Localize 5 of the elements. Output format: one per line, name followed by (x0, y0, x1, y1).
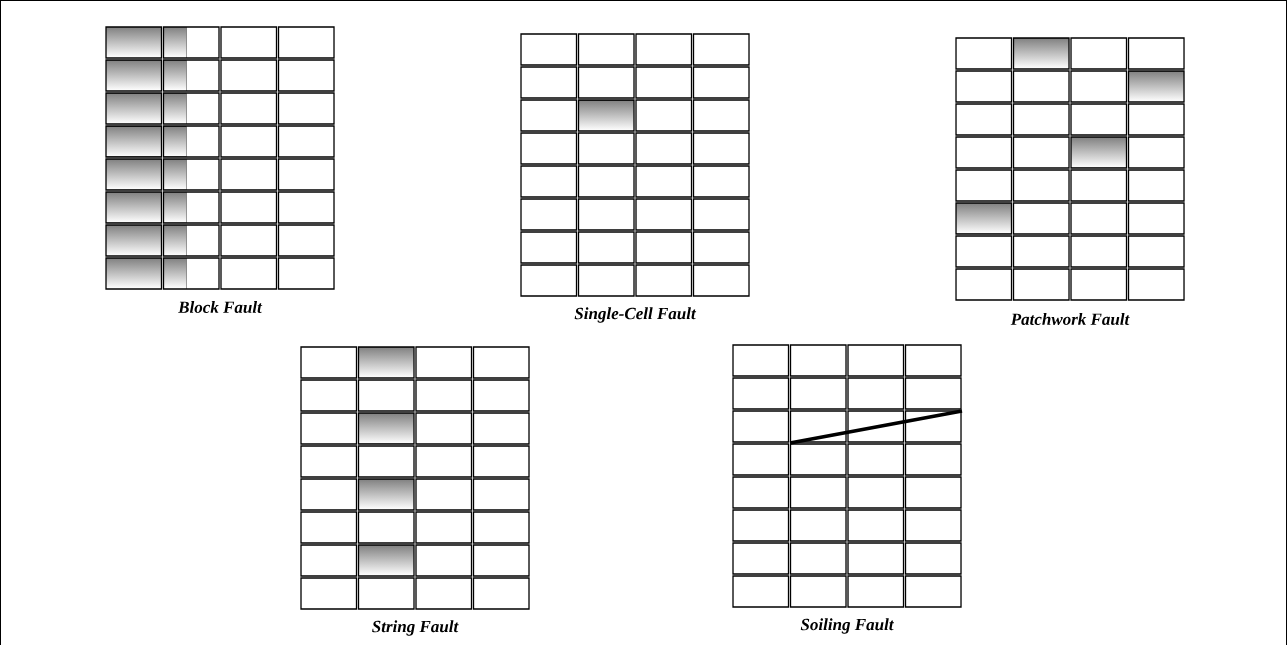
panel-caption: Soiling Fault (800, 618, 894, 634)
panel-caption: Block Fault (178, 301, 263, 313)
panel-caption: Single-Cell Fault (574, 307, 697, 323)
panel-caption: String Fault (372, 620, 459, 636)
panel-caption: Patchwork Fault (1010, 313, 1130, 325)
